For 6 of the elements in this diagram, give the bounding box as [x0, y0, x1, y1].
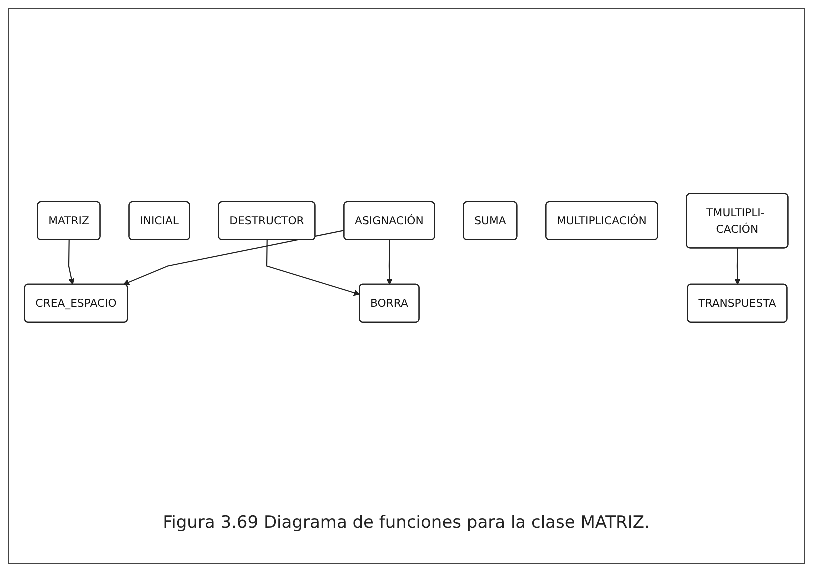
arrow: [734, 248, 741, 285]
arrow: [266, 240, 360, 296]
figure-caption: Figura 3.69 Diagrama de funciones para la clase MATRIZ.: [163, 513, 650, 533]
arrow: [68, 240, 75, 285]
arrow: [123, 230, 345, 286]
arrow: [386, 240, 393, 285]
